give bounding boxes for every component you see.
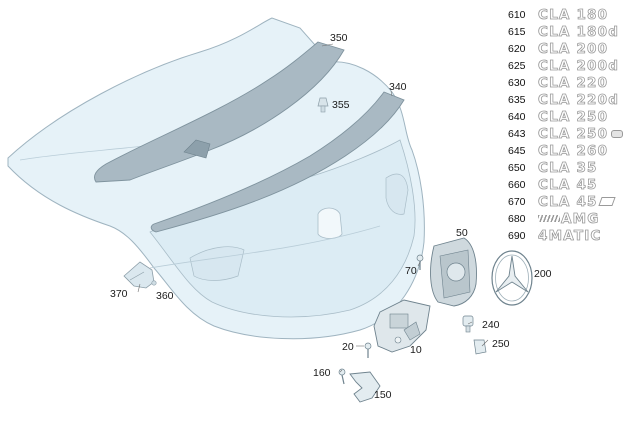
spoiler-lower	[150, 91, 405, 233]
legend-row: 625 CLA 200d	[508, 57, 619, 74]
mercedes-star-emblem	[491, 250, 533, 306]
leader-lines	[137, 43, 489, 373]
part-number: 643	[508, 127, 526, 140]
part-number: 670	[508, 195, 526, 208]
model-badge: CLA 180	[538, 6, 609, 23]
legend-row: 643 CLA 250	[508, 125, 624, 142]
callout-240: 240	[482, 319, 500, 331]
trunk-lid	[7, 17, 425, 340]
model-badge: CLA 200	[538, 40, 609, 57]
model-badge: 4MATIC	[538, 227, 602, 244]
callout-160: 160	[313, 367, 331, 379]
model-badge: CLA 220	[538, 74, 609, 91]
part-number: 635	[508, 93, 526, 106]
legend-row: 620 CLA 200	[508, 40, 608, 57]
legend-row: 690 4MATIC	[508, 227, 602, 244]
legend-row: 670 CLA 45	[508, 193, 616, 210]
part-number: 690	[508, 229, 526, 242]
plug-250	[473, 339, 487, 355]
part-number: 680	[508, 212, 526, 225]
legend-row: 660 CLA 45	[508, 176, 598, 193]
emblem-housing-50	[430, 237, 477, 307]
screw-20	[364, 342, 372, 358]
callout-150: 150	[374, 389, 392, 401]
part-number: 625	[508, 59, 526, 72]
model-badge: CLA 200d	[538, 57, 620, 74]
lock-mechanism-10	[373, 299, 431, 353]
part-number: 620	[508, 42, 526, 55]
callout-370: 370	[110, 288, 128, 300]
part-number: 640	[508, 110, 526, 123]
part-number: 650	[508, 161, 526, 174]
legend-row: 635 CLA 220d	[508, 91, 619, 108]
sensor-240	[462, 315, 474, 333]
model-badge: CLA 250	[538, 108, 609, 125]
legend-row: 650 CLA 35	[508, 159, 598, 176]
callout-20: 20	[342, 341, 354, 353]
clip-355	[317, 97, 329, 113]
callout-360: 360	[156, 290, 174, 302]
part-number: 660	[508, 178, 526, 191]
bracket-370-360	[123, 261, 157, 289]
part-number: 645	[508, 144, 526, 157]
model-badge: CLA 45	[538, 176, 598, 193]
callout-355: 355	[332, 99, 350, 111]
legend-row: 610 CLA 180	[508, 6, 608, 23]
callout-250: 250	[492, 338, 510, 350]
part-number: 615	[508, 25, 526, 38]
legend-row: 640 CLA 250	[508, 108, 608, 125]
model-badge: CLA 250	[538, 125, 609, 142]
legend-row: 645 CLA 260	[508, 142, 608, 159]
s-badge-icon	[598, 197, 616, 206]
callout-340: 340	[389, 81, 407, 93]
amg-stripes-icon	[538, 215, 560, 222]
legend-row: 630 CLA 220	[508, 74, 608, 91]
bracket-150	[349, 371, 381, 403]
callout-50: 50	[456, 227, 468, 239]
callout-10: 10	[410, 344, 422, 356]
part-number: 610	[508, 8, 526, 21]
model-badge: AMG	[561, 210, 600, 227]
part-number: 630	[508, 76, 526, 89]
model-badge: CLA 35	[538, 159, 598, 176]
callout-70: 70	[405, 265, 417, 277]
model-badge: CLA 180d	[538, 23, 620, 40]
model-badge: CLA 45	[538, 193, 598, 210]
legend-row: 615 CLA 180d	[508, 23, 619, 40]
callout-350: 350	[330, 32, 348, 44]
e-badge-icon	[611, 129, 624, 138]
callout-200: 200	[534, 268, 552, 280]
model-badge: CLA 260	[538, 142, 609, 159]
legend-row: 680 AMG	[508, 210, 600, 227]
spoiler-upper	[94, 41, 345, 183]
model-badge: CLA 220d	[538, 91, 620, 108]
screw-160	[338, 368, 346, 385]
